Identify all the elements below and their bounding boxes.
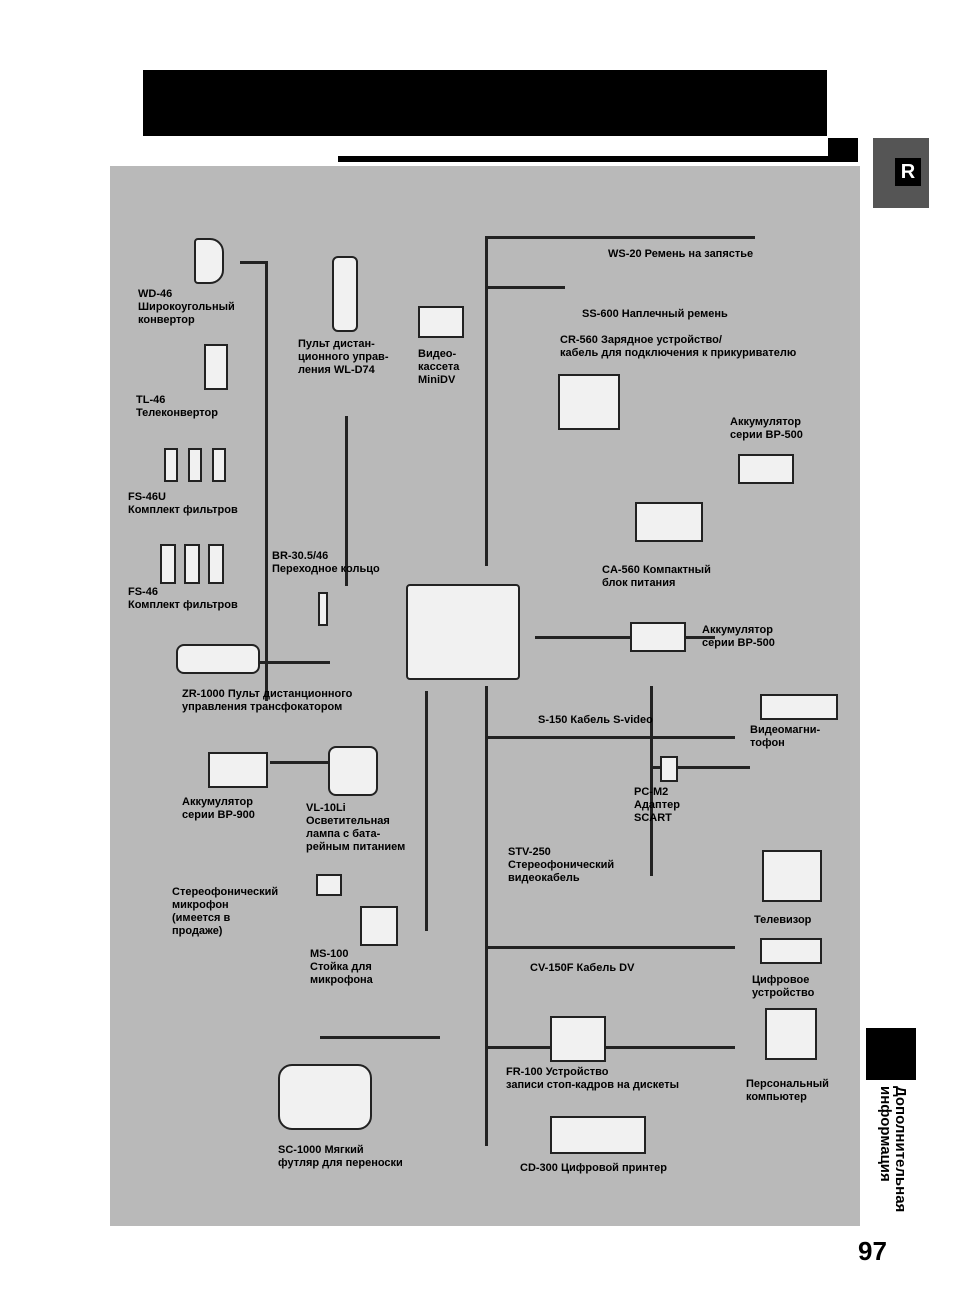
connector-line bbox=[535, 636, 715, 639]
connector-line bbox=[425, 691, 428, 931]
adapter-ring-image bbox=[318, 592, 328, 626]
filter-image bbox=[160, 544, 176, 584]
label-fr100: FR-100 Устройство записи стоп-кадров на … bbox=[506, 1066, 679, 1091]
filter-image bbox=[188, 448, 202, 482]
label-fs46u: FS-46U Комплект фильтров bbox=[128, 491, 238, 516]
accessory-diagram: WD-46 Широкоугольный конвертор TL-46 Тел… bbox=[110, 166, 860, 1226]
label-cd300: CD-300 Цифровой принтер bbox=[520, 1162, 667, 1174]
label-ss600: SS-600 Наплечный ремень bbox=[582, 308, 728, 320]
zoom-remote-image bbox=[176, 644, 260, 674]
video-light-image bbox=[328, 746, 378, 796]
mic-stand-image bbox=[360, 906, 398, 946]
label-s150: S-150 Кабель S-video bbox=[538, 714, 653, 726]
label-pc: Персональный компьютер bbox=[746, 1078, 829, 1103]
page-number: 97 bbox=[858, 1236, 887, 1266]
digital-device-image bbox=[760, 938, 822, 964]
label-br30: BR-30.5/46 Переходное кольцо bbox=[272, 550, 380, 575]
label-bp500-top: Аккумулятор серии BP-500 bbox=[730, 416, 803, 441]
power-adapter-image bbox=[635, 502, 703, 542]
connector-line bbox=[485, 236, 488, 566]
connector-line bbox=[320, 1036, 440, 1039]
connector-line bbox=[650, 686, 653, 876]
filter-image bbox=[184, 544, 200, 584]
cassette-image bbox=[418, 306, 464, 338]
camcorder-image bbox=[406, 584, 520, 680]
title-bar bbox=[143, 70, 827, 136]
label-mic: Стереофонический микрофон (имеется в про… bbox=[172, 886, 279, 937]
title-underline bbox=[338, 138, 858, 162]
label-stv250: STV-250 Стереофонический видеокабель bbox=[508, 846, 615, 884]
filter-image bbox=[212, 448, 226, 482]
battery-image bbox=[738, 454, 794, 484]
label-bp500-mid: Аккумулятор серии BP-500 bbox=[702, 624, 775, 649]
label-fs46: FS-46 Комплект фильтров bbox=[128, 586, 238, 611]
tv-image bbox=[762, 850, 822, 902]
label-wd46: WD-46 Широкоугольный конвертор bbox=[138, 288, 235, 326]
charger-image bbox=[558, 374, 620, 430]
section-title-text: Дополнительная информация bbox=[877, 1086, 909, 1213]
connector-line bbox=[485, 1046, 735, 1049]
connector-line bbox=[270, 761, 330, 764]
language-tab-label: R bbox=[895, 158, 921, 186]
connector-line bbox=[650, 766, 750, 769]
label-remote: Пульт дистан- ционного управ- ления WL-D… bbox=[298, 338, 389, 376]
label-sc1000: SC-1000 Мягкий футляр для переноски bbox=[278, 1144, 403, 1169]
connector-line bbox=[240, 261, 268, 264]
connector-line bbox=[485, 686, 488, 1146]
floppy-recorder-image bbox=[550, 1016, 606, 1062]
battery-image bbox=[630, 622, 686, 652]
label-zr1000: ZR-1000 Пульт дистанционного управления … bbox=[182, 688, 353, 713]
teleconverter-image bbox=[204, 344, 228, 390]
pc-image bbox=[765, 1008, 817, 1060]
label-tv: Телевизор bbox=[754, 914, 812, 926]
connector-line bbox=[485, 236, 755, 239]
battery-image bbox=[208, 752, 268, 788]
connector-line bbox=[345, 416, 348, 586]
label-bp900: Аккумулятор серии BP-900 bbox=[182, 796, 255, 821]
connector-line bbox=[485, 946, 735, 949]
connector-line bbox=[485, 286, 565, 289]
label-pcm2: PC-M2 Адаптер SCART bbox=[634, 786, 680, 824]
connector-line bbox=[265, 261, 268, 701]
label-cassette: Видео- кассета MiniDV bbox=[418, 348, 460, 386]
label-cr560: CR-560 Зарядное устройство/ кабель для п… bbox=[560, 334, 797, 359]
vcr-image bbox=[760, 694, 838, 720]
filter-image bbox=[164, 448, 178, 482]
label-ws20: WS-20 Ремень на запястье bbox=[608, 248, 754, 260]
section-marker bbox=[866, 1028, 916, 1080]
filter-image bbox=[208, 544, 224, 584]
printer-image bbox=[550, 1116, 646, 1154]
connector-line bbox=[485, 736, 735, 739]
microphone-image bbox=[316, 874, 342, 896]
scart-adapter-image bbox=[660, 756, 678, 782]
label-vl10li: VL-10Li Осветительная лампа с бата- рейн… bbox=[306, 802, 406, 853]
label-ca560: CA-560 Компактный блок питания bbox=[602, 564, 711, 589]
label-tl46: TL-46 Телеконвертор bbox=[136, 394, 218, 419]
section-title: Дополнительная информация bbox=[877, 1086, 910, 1236]
label-cv150f: CV-150F Кабель DV bbox=[530, 962, 635, 974]
soft-case-image bbox=[278, 1064, 372, 1130]
remote-control-image bbox=[332, 256, 358, 332]
wide-converter-image bbox=[194, 238, 224, 284]
label-ms100: MS-100 Стойка для микрофона bbox=[310, 948, 373, 986]
label-digital: Цифровое устройство bbox=[752, 974, 815, 999]
connector-line bbox=[250, 661, 330, 664]
label-vcr: Видеомагни- тофон bbox=[750, 724, 821, 749]
